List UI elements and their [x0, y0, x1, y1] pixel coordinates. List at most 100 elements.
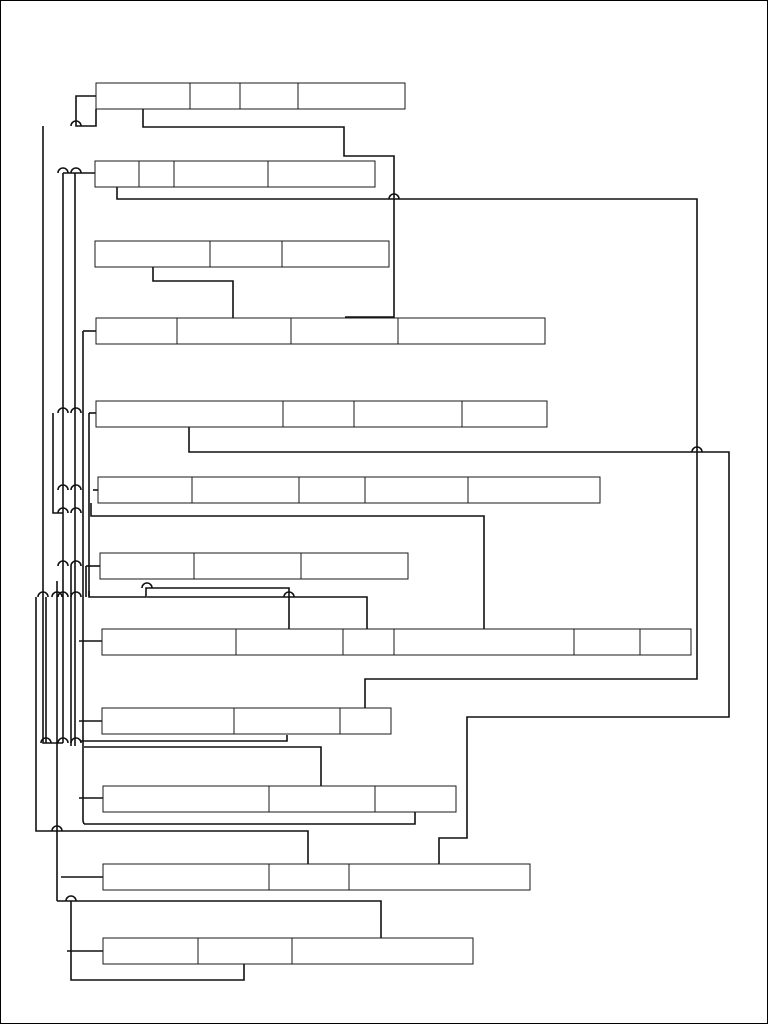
table-8-cell-5[interactable]	[573, 628, 641, 656]
line-crossing-hop-12	[70, 560, 82, 567]
table-12-cell-3[interactable]	[291, 937, 474, 965]
table-5-cell-1[interactable]	[95, 400, 284, 428]
table-5-cell-2[interactable]	[282, 400, 355, 428]
table-5-cell-3[interactable]	[353, 400, 463, 428]
line-crossing-hop-3	[388, 193, 400, 200]
line-crossing-hop-2	[57, 167, 69, 174]
table-12-cell-1[interactable]	[102, 937, 199, 965]
table-6-cell-5[interactable]	[467, 476, 601, 504]
table-11-cell-3[interactable]	[348, 863, 531, 891]
connector-line-18	[52, 413, 63, 514]
line-crossing-hop-13	[57, 591, 69, 598]
connector-line-25	[82, 331, 85, 825]
table-1-cell-1[interactable]	[95, 82, 191, 110]
line-crossing-hop-21	[65, 895, 77, 902]
line-crossing-hop-22	[691, 446, 703, 453]
connector-line-11	[84, 812, 416, 825]
table-9-cell-1[interactable]	[101, 707, 235, 735]
line-crossing-hop-20	[51, 825, 63, 832]
table-8-cell-2[interactable]	[235, 628, 344, 656]
connector-line-5	[188, 427, 730, 864]
line-crossing-hop-7	[57, 484, 69, 491]
table-8-cell-3[interactable]	[342, 628, 395, 656]
table-1-cell-2[interactable]	[189, 82, 241, 110]
table-box-2[interactable]	[94, 160, 376, 188]
connector-line-7	[88, 587, 290, 629]
line-crossing-hop-23	[51, 591, 63, 598]
line-crossing-hop-1	[70, 120, 82, 127]
line-crossing-hop-17	[57, 737, 69, 744]
connector-line-9	[81, 735, 288, 742]
table-8-cell-6[interactable]	[639, 628, 692, 656]
table-8-cell-1[interactable]	[101, 628, 237, 656]
table-2-cell-2[interactable]	[138, 160, 175, 188]
connector-line-8	[147, 596, 368, 629]
table-box-10[interactable]	[102, 785, 457, 813]
table-box-6[interactable]	[97, 476, 601, 504]
connector-lines	[35, 95, 730, 981]
table-5-cell-4[interactable]	[461, 400, 548, 428]
connector-line-2	[142, 109, 395, 318]
table-box-4[interactable]	[95, 317, 546, 345]
table-7-cell-1[interactable]	[99, 552, 195, 580]
table-box-11[interactable]	[102, 863, 531, 891]
connector-line-12	[57, 830, 309, 864]
table-4-cell-3[interactable]	[290, 317, 399, 345]
line-crossing-hop-10	[70, 507, 82, 514]
line-crossing-hop-24	[37, 591, 49, 598]
connector-line-20	[35, 597, 57, 832]
line-crossing-hop-6	[70, 407, 82, 414]
line-crossing-hop-18	[70, 737, 82, 744]
table-3-cell-1[interactable]	[94, 240, 211, 268]
table-10-cell-1[interactable]	[102, 785, 270, 813]
table-box-5[interactable]	[95, 400, 548, 428]
table-11-cell-1[interactable]	[102, 863, 270, 891]
connector-line-10	[84, 746, 322, 786]
table-3-cell-2[interactable]	[209, 240, 283, 268]
table-box-3[interactable]	[94, 240, 390, 268]
table-4-cell-1[interactable]	[95, 317, 178, 345]
table-box-8[interactable]	[101, 628, 692, 656]
table-7-cell-2[interactable]	[193, 552, 302, 580]
table-6-cell-1[interactable]	[97, 476, 193, 504]
line-crossing-hop-5	[57, 407, 69, 414]
table-4-cell-2[interactable]	[176, 317, 292, 345]
connector-line-6	[90, 503, 485, 629]
connector-line-13	[57, 900, 382, 938]
line-crossing-hop-16	[283, 591, 295, 598]
table-12-cell-2[interactable]	[197, 937, 293, 965]
table-7-cell-3[interactable]	[300, 552, 409, 580]
line-crossing-hop-9	[57, 507, 69, 514]
table-boxes	[94, 82, 692, 965]
table-2-cell-4[interactable]	[267, 160, 376, 188]
table-9-cell-2[interactable]	[233, 707, 341, 735]
table-4-cell-4[interactable]	[397, 317, 546, 345]
table-9-cell-3[interactable]	[339, 707, 392, 735]
connector-line-1	[75, 95, 97, 127]
table-11-cell-2[interactable]	[268, 863, 350, 891]
table-box-12[interactable]	[102, 937, 474, 965]
table-10-cell-3[interactable]	[374, 785, 457, 813]
table-box-9[interactable]	[101, 707, 392, 735]
table-box-7[interactable]	[99, 552, 409, 580]
connector-line-14	[70, 901, 245, 981]
line-crossing-hop-4	[70, 167, 82, 174]
line-crossing-hop-14	[70, 591, 82, 598]
line-crossing-hop-19	[40, 737, 52, 744]
connector-line-4	[152, 267, 234, 318]
table-8-cell-4[interactable]	[393, 628, 575, 656]
table-6-cell-2[interactable]	[191, 476, 300, 504]
table-box-1[interactable]	[95, 82, 406, 110]
table-6-cell-3[interactable]	[298, 476, 366, 504]
table-1-cell-4[interactable]	[297, 82, 406, 110]
line-crossing-hop-11	[57, 560, 69, 567]
line-crossing-hop-8	[70, 484, 82, 491]
table-1-cell-3[interactable]	[239, 82, 299, 110]
table-2-cell-3[interactable]	[173, 160, 269, 188]
table-2-cell-1[interactable]	[94, 160, 140, 188]
table-3-cell-3[interactable]	[281, 240, 390, 268]
table-10-cell-2[interactable]	[268, 785, 376, 813]
table-6-cell-4[interactable]	[364, 476, 469, 504]
